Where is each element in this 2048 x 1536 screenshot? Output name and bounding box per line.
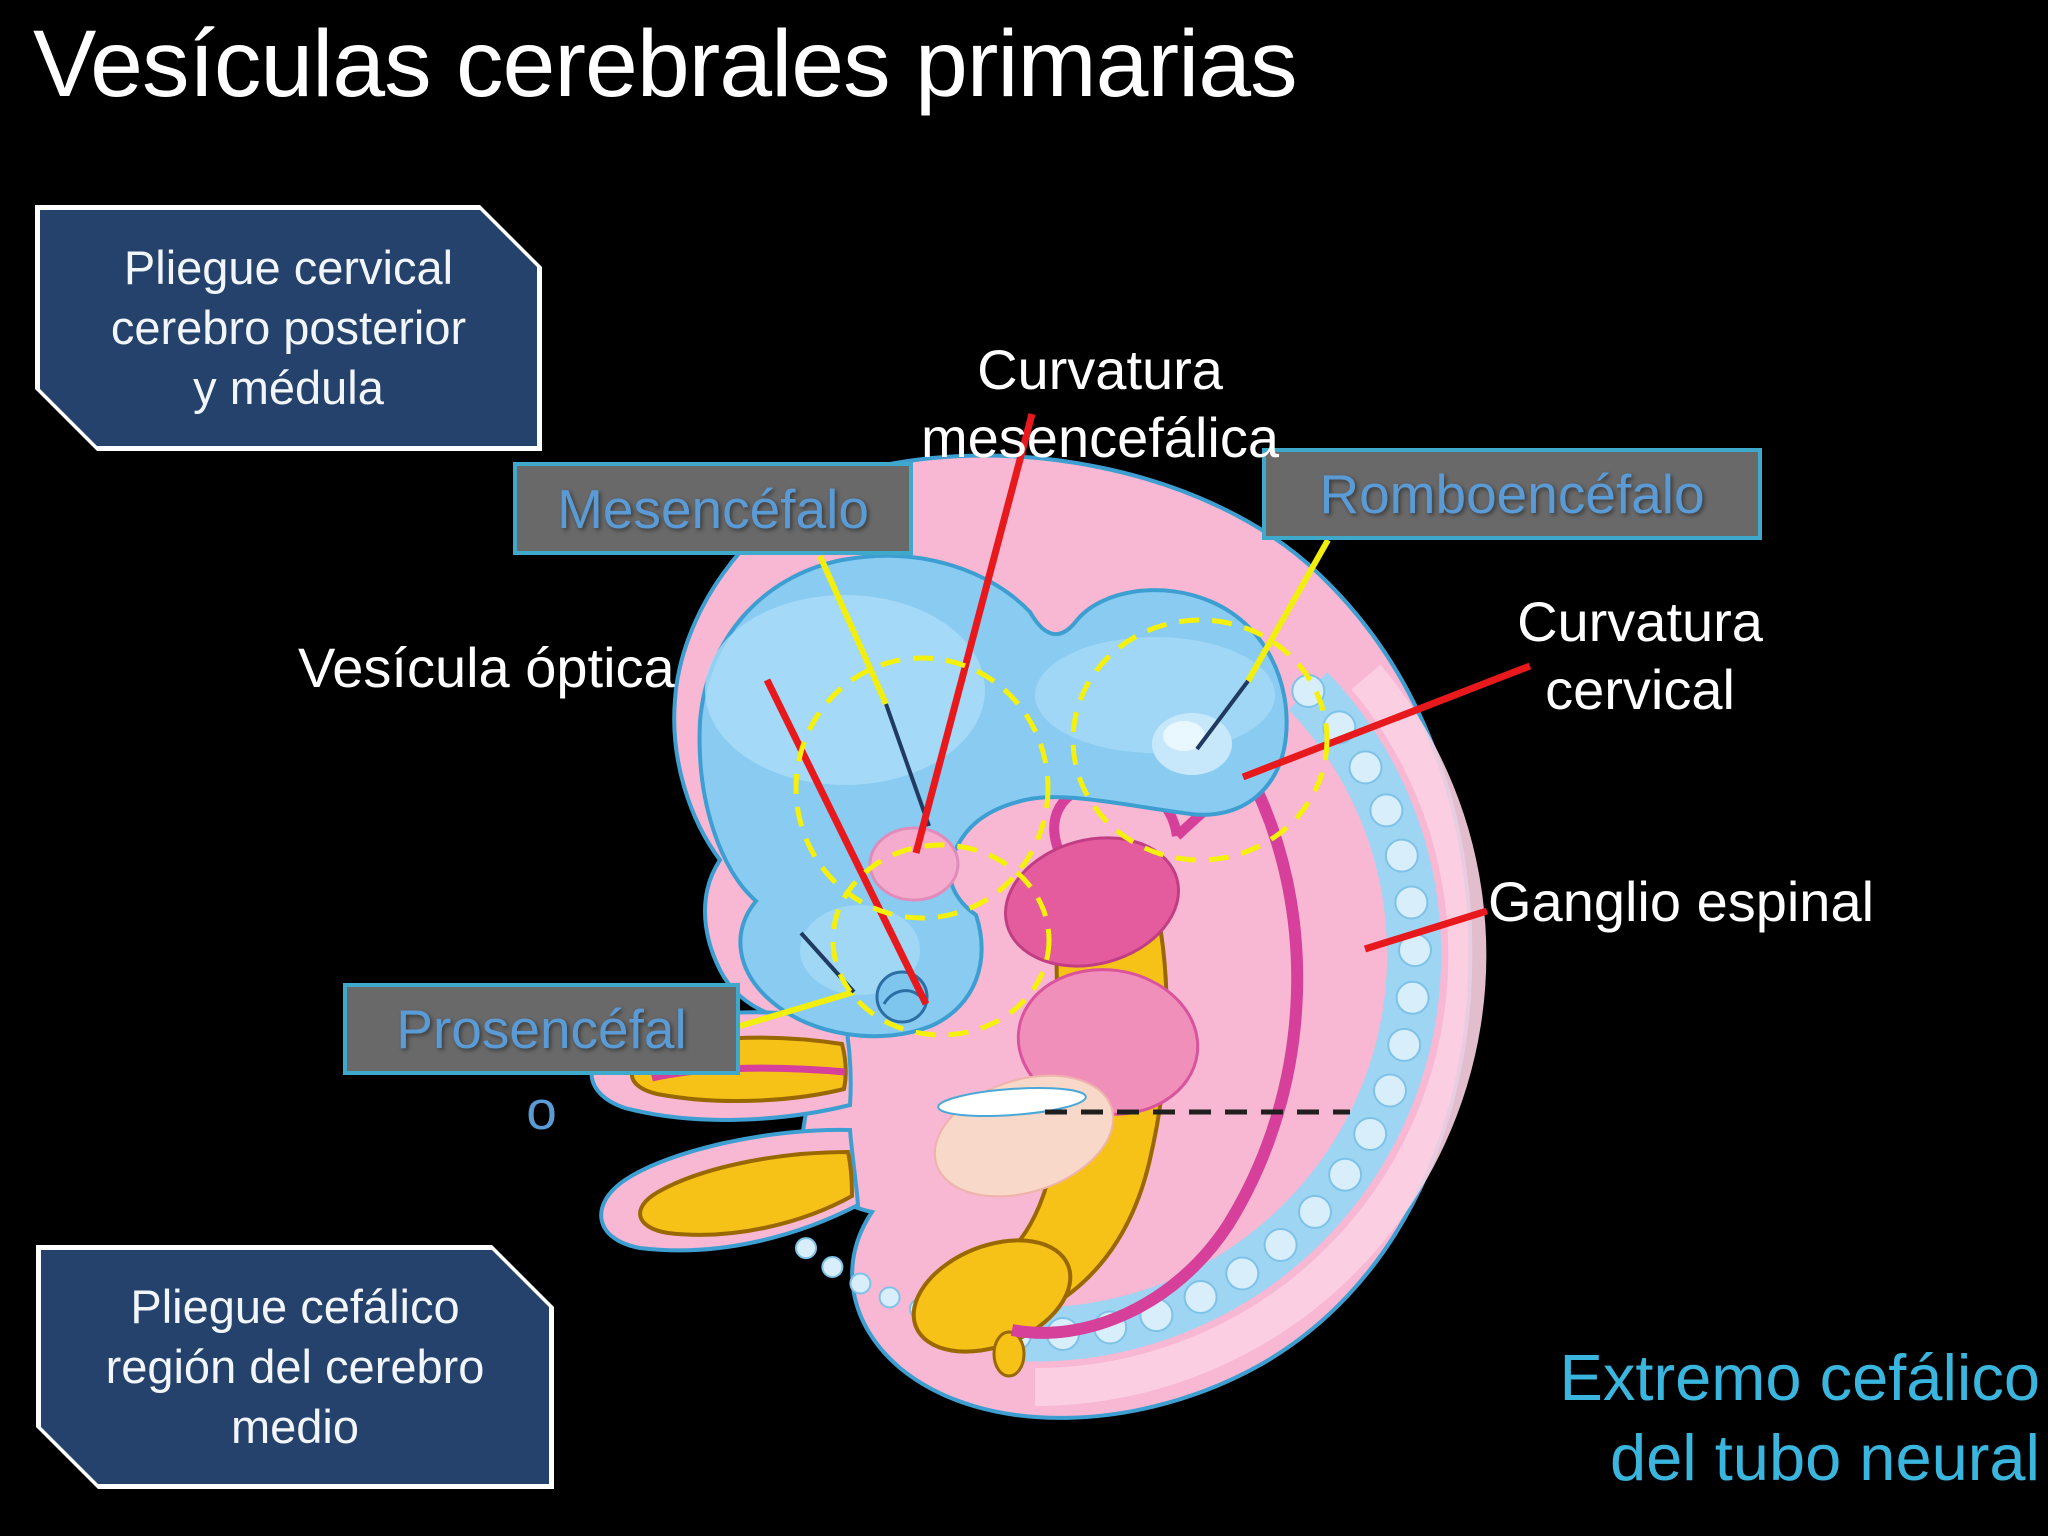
somite-bead (1384, 838, 1419, 873)
annotation-ganglio-espinal: Ganglio espinal (1488, 870, 1875, 933)
annotation-line: cervical (1545, 658, 1735, 721)
curvatura-cervical-leader-line (1241, 662, 1532, 781)
somite-bead (1225, 1256, 1260, 1291)
mesencefalo-leader-line (817, 554, 889, 706)
callout-line: y médula (193, 361, 384, 414)
yolk-gut-lower (638, 1149, 855, 1237)
somite-bead (1328, 1157, 1363, 1192)
callout-line: Pliegue cervical (123, 241, 454, 294)
somite-bead (1373, 1073, 1407, 1108)
callout-line: región del cerebro (105, 1340, 485, 1393)
inner-pink-band (1034, 664, 1487, 1406)
label-box-mesencefalo: Mesencéfalo (513, 462, 913, 555)
romboencefalo-pointer-line (1195, 679, 1250, 751)
annotation-curvatura-mesencefalica: Curvatura mesencefálica (860, 336, 1340, 472)
curvatura-mesencefalica-leader-line (912, 413, 1036, 854)
label-prosencefalo-overflow: o (526, 1079, 557, 1141)
head-highlight (705, 595, 985, 785)
corner-note-extremo-cefalico: Extremo cefálico del tubo neural (1380, 1338, 2040, 1498)
prosencefalo-leader-line (739, 989, 855, 1029)
leader-lines (739, 413, 1532, 1029)
gut-droplet (992, 1330, 1026, 1378)
somite-bead (821, 1256, 844, 1278)
callout-line: medio (230, 1400, 359, 1453)
callout-pliegue-cervical: Pliegue cervical cerebro posterior y méd… (35, 205, 542, 451)
somite-bead (1394, 885, 1429, 920)
prosencefalo-dashed-circle (830, 842, 1052, 1038)
label-box-romboencefalo: Romboencéfalo (1262, 448, 1762, 540)
corner-note-line: del tubo neural (1609, 1421, 2040, 1494)
somite-bead (849, 1272, 872, 1295)
vesicula-optica-leader-line (763, 678, 930, 1006)
callout-line: Pliegue cefálico (130, 1280, 460, 1333)
somite-bead (1395, 980, 1430, 1015)
callout-pliegue-cefalico: Pliegue cefálico región del cerebro medi… (36, 1245, 554, 1489)
somites-group (998, 674, 1432, 1352)
somite-bead (1298, 1194, 1332, 1229)
somite-bead (1263, 1228, 1298, 1262)
somite-bead (878, 1286, 901, 1309)
romboencefalo-leader-line (1245, 538, 1331, 683)
mesencefalo-dashed-circle (793, 655, 1051, 921)
somite-bead (1387, 1027, 1422, 1062)
dorsal-aorta-vessel (1010, 769, 1304, 1339)
annotation-line: Curvatura (1517, 590, 1763, 653)
somite-bead (1348, 750, 1383, 785)
label-box-prosencefalo: Prosencéfal (343, 983, 740, 1075)
callout-pliegue-cefalico-body: Pliegue cefálico región del cerebro medi… (41, 1250, 549, 1484)
otic-vesicle-highlight (1163, 721, 1205, 751)
somite-bead (1183, 1280, 1218, 1314)
ganglio-espinal-leader-line (1363, 907, 1489, 953)
mesencephalic-flexure-bump (868, 826, 960, 902)
label-romboencefalo: Romboencéfalo (1319, 463, 1705, 525)
somite-bead (795, 1237, 817, 1260)
annotation-curvatura-cervical: Curvatura cervical (1450, 588, 1830, 724)
somite-bead (1369, 793, 1404, 828)
corner-note-line: Extremo cefálico (1559, 1341, 2040, 1414)
label-mesencefalo: Mesencéfalo (557, 477, 869, 540)
label-prosencefalo: Prosencéfal (396, 998, 687, 1060)
annotation-vesicula-optica: Vesícula óptica (298, 636, 675, 699)
slide-title: Vesículas cerebrales primarias (33, 11, 1298, 117)
annotation-line: mesencefálica (921, 406, 1279, 469)
annotation-line: Curvatura (977, 338, 1223, 401)
mesencefalo-pointer-line (884, 703, 931, 827)
callout-pliegue-cervical-body: Pliegue cervical cerebro posterior y méd… (40, 210, 537, 446)
anterior-intestinal-slit (937, 1087, 1087, 1117)
romboencefalo-dashed-circle (1070, 617, 1330, 863)
callout-line: cerebro posterior (110, 301, 467, 354)
somite-bead (1353, 1117, 1388, 1151)
